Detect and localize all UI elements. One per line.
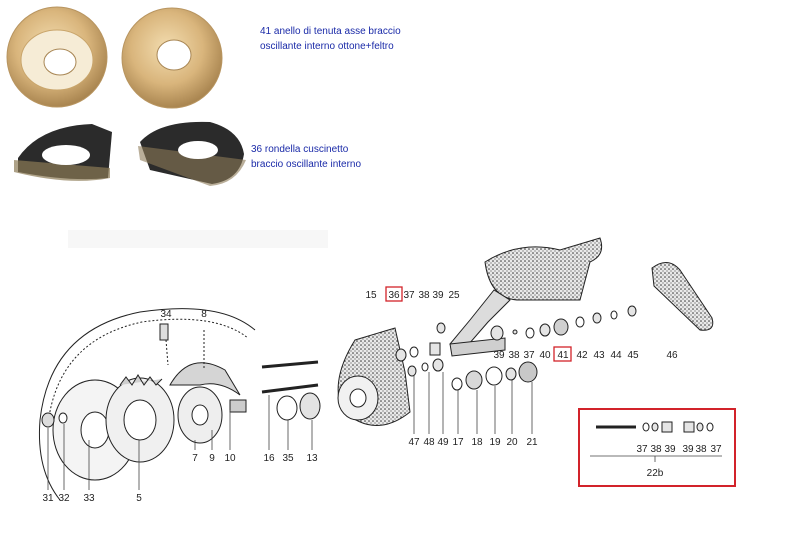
part-label-25: 25 xyxy=(448,290,460,301)
part-label-47: 47 xyxy=(408,437,420,448)
caption-part-41: 41 anello di tenuta asse braccio oscilla… xyxy=(260,24,401,54)
part-label-16: 16 xyxy=(263,453,275,464)
inset-label-38-a: 38 xyxy=(650,444,662,455)
part-label-37-top: 37 xyxy=(403,290,415,301)
part-label-44: 44 xyxy=(610,350,622,361)
part-label-36: 36 xyxy=(388,290,400,301)
part-label-8: 8 xyxy=(201,309,207,320)
swing-arm-drawing xyxy=(337,327,411,426)
part-label-41: 41 xyxy=(557,350,569,361)
part-label-42: 42 xyxy=(576,350,588,361)
caption-36-line-1: 36 rondella cuscinetto xyxy=(251,144,349,155)
caption-41-line-1: 41 anello di tenuta asse braccio xyxy=(260,26,401,37)
part-label-19: 19 xyxy=(489,437,501,448)
part-label-34: 34 xyxy=(160,309,172,320)
part-label-38-top: 38 xyxy=(418,290,430,301)
caption-part-36: 36 rondella cuscinetto braccio oscillant… xyxy=(251,142,361,172)
inset-label-37-a: 37 xyxy=(636,444,648,455)
leader-lines xyxy=(47,372,533,490)
inset-22b-parts xyxy=(596,421,714,433)
seal-ring-photo-2 xyxy=(121,7,223,109)
bolt-34-drawing xyxy=(159,323,169,366)
part-label-15: 15 xyxy=(365,290,377,301)
part-label-5: 5 xyxy=(136,493,142,504)
inset-22b-frame xyxy=(578,408,736,487)
part-label-48: 48 xyxy=(423,437,435,448)
part-label-37-right: 37 xyxy=(523,350,535,361)
hub-drum-drawing xyxy=(41,374,175,481)
inset-group-label: 22b xyxy=(647,468,664,479)
inset-22b: 37 38 39 39 38 37 22b xyxy=(578,408,736,487)
highlight-box-36 xyxy=(385,286,403,302)
part-label-45: 45 xyxy=(627,350,639,361)
part-label-13: 13 xyxy=(306,453,318,464)
part-label-20: 20 xyxy=(506,437,518,448)
caption-36-line-2: braccio oscillante interno xyxy=(251,159,362,170)
inset-22b-leaders xyxy=(590,455,722,462)
part-label-38-right: 38 xyxy=(508,350,520,361)
part-label-39-right: 39 xyxy=(493,350,505,361)
part-label-39-top: 39 xyxy=(432,290,444,301)
seal-ring-photo-1 xyxy=(6,6,108,108)
inset-label-39-b: 39 xyxy=(682,444,694,455)
part-label-18: 18 xyxy=(471,437,483,448)
part-label-40: 40 xyxy=(539,350,551,361)
frame-section-drawing xyxy=(449,237,603,357)
part-label-49: 49 xyxy=(437,437,449,448)
part-label-17: 17 xyxy=(452,437,464,448)
caption-41-line-2: oscillante interno ottone+feltro xyxy=(260,41,394,52)
inset-label-39-a: 39 xyxy=(664,444,676,455)
part-label-32: 32 xyxy=(58,493,70,504)
fender-drawing xyxy=(38,308,256,501)
gaiter-46-drawing xyxy=(651,262,714,331)
highlight-box-41 xyxy=(553,346,572,362)
part-label-35: 35 xyxy=(282,453,294,464)
scan-ghost xyxy=(68,230,328,248)
part-label-43: 43 xyxy=(593,350,605,361)
washer-photo-1 xyxy=(14,124,112,181)
diagram-labels: 34 8 15 36 37 38 39 25 39 38 37 40 41 42… xyxy=(42,290,678,504)
part-label-33: 33 xyxy=(83,493,95,504)
washer-photo-2 xyxy=(138,121,246,186)
part-label-10: 10 xyxy=(224,453,236,464)
part-label-7: 7 xyxy=(192,453,198,464)
part-label-46: 46 xyxy=(666,350,678,361)
brake-shoe-drawing xyxy=(169,330,247,444)
shaft-drawing xyxy=(261,360,321,421)
inset-label-38-b: 38 xyxy=(695,444,707,455)
inset-label-37-b: 37 xyxy=(710,444,722,455)
part-label-21: 21 xyxy=(526,437,538,448)
small-parts-drawing xyxy=(395,305,637,391)
part-label-31: 31 xyxy=(42,493,54,504)
part-label-9: 9 xyxy=(209,453,215,464)
